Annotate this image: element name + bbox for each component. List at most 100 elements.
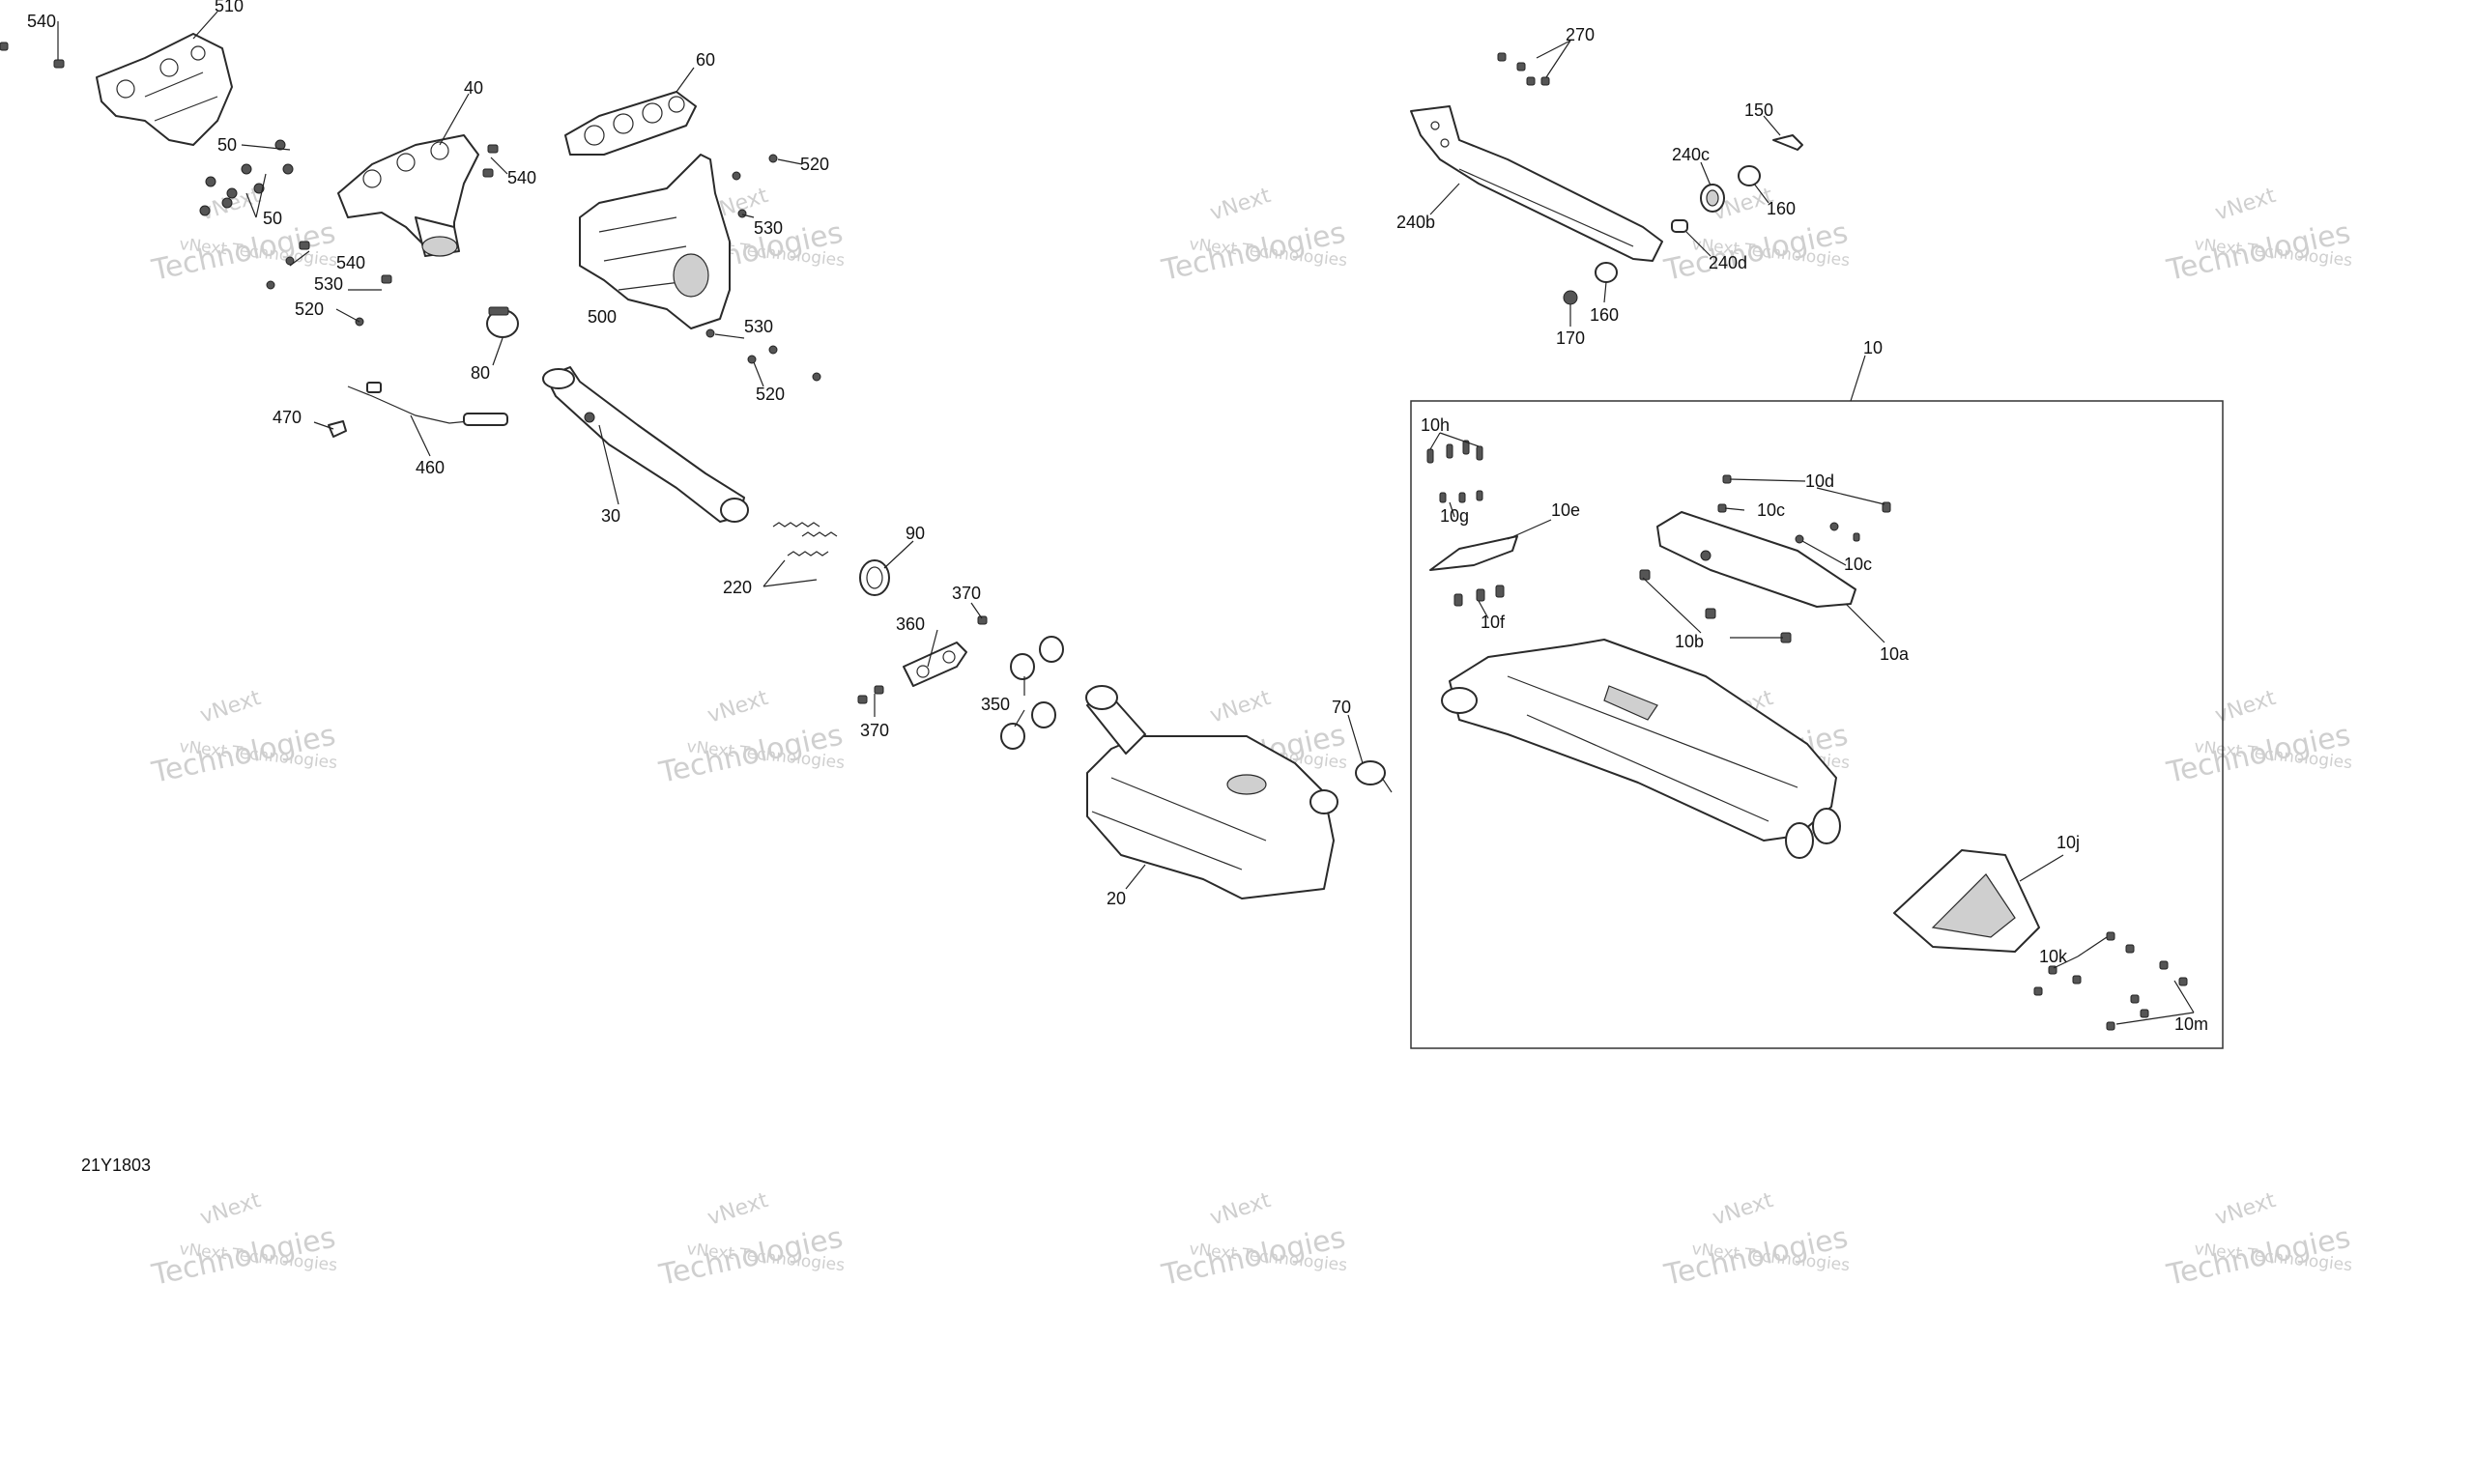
part-10-silencer [1441,639,1841,859]
callout-70: 70 [1332,698,1351,717]
callout-520-b: 520 [295,300,324,319]
part-10k-screws [2033,931,2135,996]
part-10g-screws [1439,490,1483,503]
part-170-nut [1563,290,1578,305]
callout-530-c: 530 [744,317,773,336]
part-350-grommets [1000,636,1064,750]
callout-510: 510 [215,0,244,15]
part-60-gasket [564,91,697,156]
svg-text:vNext: vNext [705,686,771,728]
callout-470: 470 [273,408,302,427]
watermark-r3-c2: vNext vNext Technologies Technologies [655,1188,846,1293]
kit-10-frame [1410,400,2224,1049]
callout-520: 520 [800,155,829,174]
watermark-r3-c3: vNext vNext Technologies Technologies [1158,1188,1348,1293]
part-10m-screws [2106,960,2188,1031]
callout-220: 220 [723,578,752,597]
part-240d-sleeve [1671,219,1688,233]
callout-240c: 240c [1672,145,1710,164]
callout-10m: 10m [2174,1014,2208,1034]
part-80-sensor-clamp [486,306,519,338]
callout-240b: 240b [1396,213,1435,232]
part-90-ring-gasket [859,559,890,596]
svg-text:Technologies: Technologies [655,719,846,791]
watermark-r2-c2: vNext vNext Technologies Technologies [655,686,846,790]
part-10a-silencer-cover [1656,511,1856,608]
part-370-nuts [857,615,988,704]
callout-530-b: 530 [314,274,343,294]
part-540-studs [299,144,499,284]
callout-240d: 240d [1709,253,1747,272]
svg-text:Technologies: Technologies [148,1221,338,1294]
watermark-r2-c5: vNext vNext Technologies Technologies [2163,686,2353,790]
callout-150: 150 [1744,100,1773,120]
leader-lines [57,11,2195,1025]
callout-360: 360 [896,614,925,634]
part-270-bolts [1497,52,1550,86]
callout-530: 530 [754,218,783,238]
callout-10j: 10j [2057,833,2080,852]
part-160-washer-b [1595,262,1618,283]
callout-460: 460 [416,458,445,477]
watermark-r1-c5: vNext vNext Technologies Technologies [2163,184,2353,288]
svg-text:Technologies: Technologies [2163,216,2353,289]
callout-10k: 10k [2039,947,2068,966]
svg-text:vNext: vNext [1207,1188,1274,1231]
callout-60: 60 [696,50,715,70]
callout-540-b: 540 [507,168,536,187]
watermark-r1-c3: vNext vNext Technologies Technologies [1158,184,1348,288]
svg-text:Technologies: Technologies [1158,1221,1348,1294]
part-10j-exhaust-tip [1893,849,2040,953]
part-360-bracket [903,642,967,687]
part-10f-screws [1453,585,1505,607]
watermark-r3-c5: vNext vNext Technologies Technologies [2163,1188,2353,1293]
part-160-washer-a [1738,165,1761,186]
callout-540-c: 540 [336,253,365,272]
watermark-r2-c1: vNext vNext Technologies Technologies [148,686,338,790]
part-10b-clips [1639,569,1792,643]
part-70-clamp [1355,760,1393,793]
svg-text:Technologies: Technologies [1660,1221,1851,1294]
callout-350: 350 [981,695,1010,714]
callout-370: 370 [952,584,981,603]
part-240c-bushing [1700,184,1725,213]
callout-10c: 10c [1757,500,1785,520]
svg-text:Technologies: Technologies [2163,719,2353,791]
svg-text:Technologies: Technologies [148,719,338,791]
part-540-bolt-top [0,42,65,69]
callout-10e: 10e [1551,500,1580,520]
callout-labels: 540 510 40 60 50 50 540 520 530 540 530 … [27,0,2208,1034]
part-240b-support-bracket [1410,105,1663,262]
callout-520-c: 520 [756,385,785,404]
callout-500: 500 [588,307,617,327]
callout-10a: 10a [1880,644,1910,664]
callout-20: 20 [1107,889,1126,908]
callout-370-b: 370 [860,721,889,740]
callout-160-b: 160 [1590,305,1619,325]
part-10h-screws [1426,440,1483,464]
part-510-heat-shield [96,33,233,146]
part-10d-bolts [1722,474,1891,513]
part-20-muffler [1085,685,1338,899]
callout-10b: 10b [1675,632,1704,651]
callout-10h: 10h [1421,415,1450,435]
callout-10d: 10d [1805,471,1834,491]
callout-10f: 10f [1481,613,1506,632]
svg-text:vNext: vNext [197,686,264,728]
part-220-springs [772,522,838,556]
watermark-r1-c4: vNext vNext Technologies Technologies [1660,184,1851,288]
watermark-r1-c1: vNext vNext Technologies Technologies [148,184,338,288]
part-30-exhaust-pipe [542,366,749,523]
svg-text:Technologies: Technologies [148,216,338,289]
callout-540: 540 [27,12,56,31]
svg-text:Technologies: Technologies [1660,216,1851,289]
svg-text:vNext: vNext [197,1188,264,1231]
part-470-clip [328,420,347,438]
part-10e-heat-guard [1429,535,1518,571]
svg-text:Technologies: Technologies [655,1221,846,1294]
svg-text:Technologies: Technologies [1158,216,1348,289]
part-150-bolt [1772,134,1803,151]
svg-text:Technologies: Technologies [2163,1221,2353,1294]
callout-10c-b: 10c [1844,555,1872,574]
